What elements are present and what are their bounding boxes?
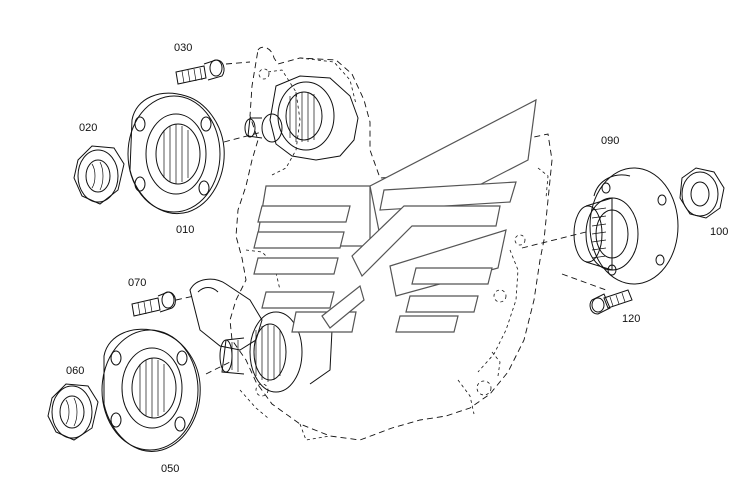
label-010: 010 <box>176 224 194 236</box>
label-060: 060 <box>66 365 84 377</box>
label-100: 100 <box>710 226 728 238</box>
label-120: 120 <box>622 313 640 325</box>
flange-050 <box>101 328 201 452</box>
flange-090 <box>573 167 679 285</box>
label-070: 070 <box>128 277 146 289</box>
watermark-logo <box>253 98 537 333</box>
label-090: 090 <box>601 135 619 147</box>
bolt-030 <box>175 59 225 85</box>
flange-010 <box>127 92 225 214</box>
bolt-070 <box>131 291 176 317</box>
label-020: 020 <box>79 122 97 134</box>
part-labels: 030 020 010 070 060 050 090 100 120 <box>66 42 728 475</box>
bolt-120 <box>589 289 633 315</box>
label-050: 050 <box>161 463 179 475</box>
nut-020 <box>73 145 125 205</box>
upper-output-boss <box>244 75 359 161</box>
assembly-lines <box>175 61 607 375</box>
label-030: 030 <box>174 42 192 54</box>
nut-060 <box>47 383 99 441</box>
nut-100 <box>679 167 725 219</box>
